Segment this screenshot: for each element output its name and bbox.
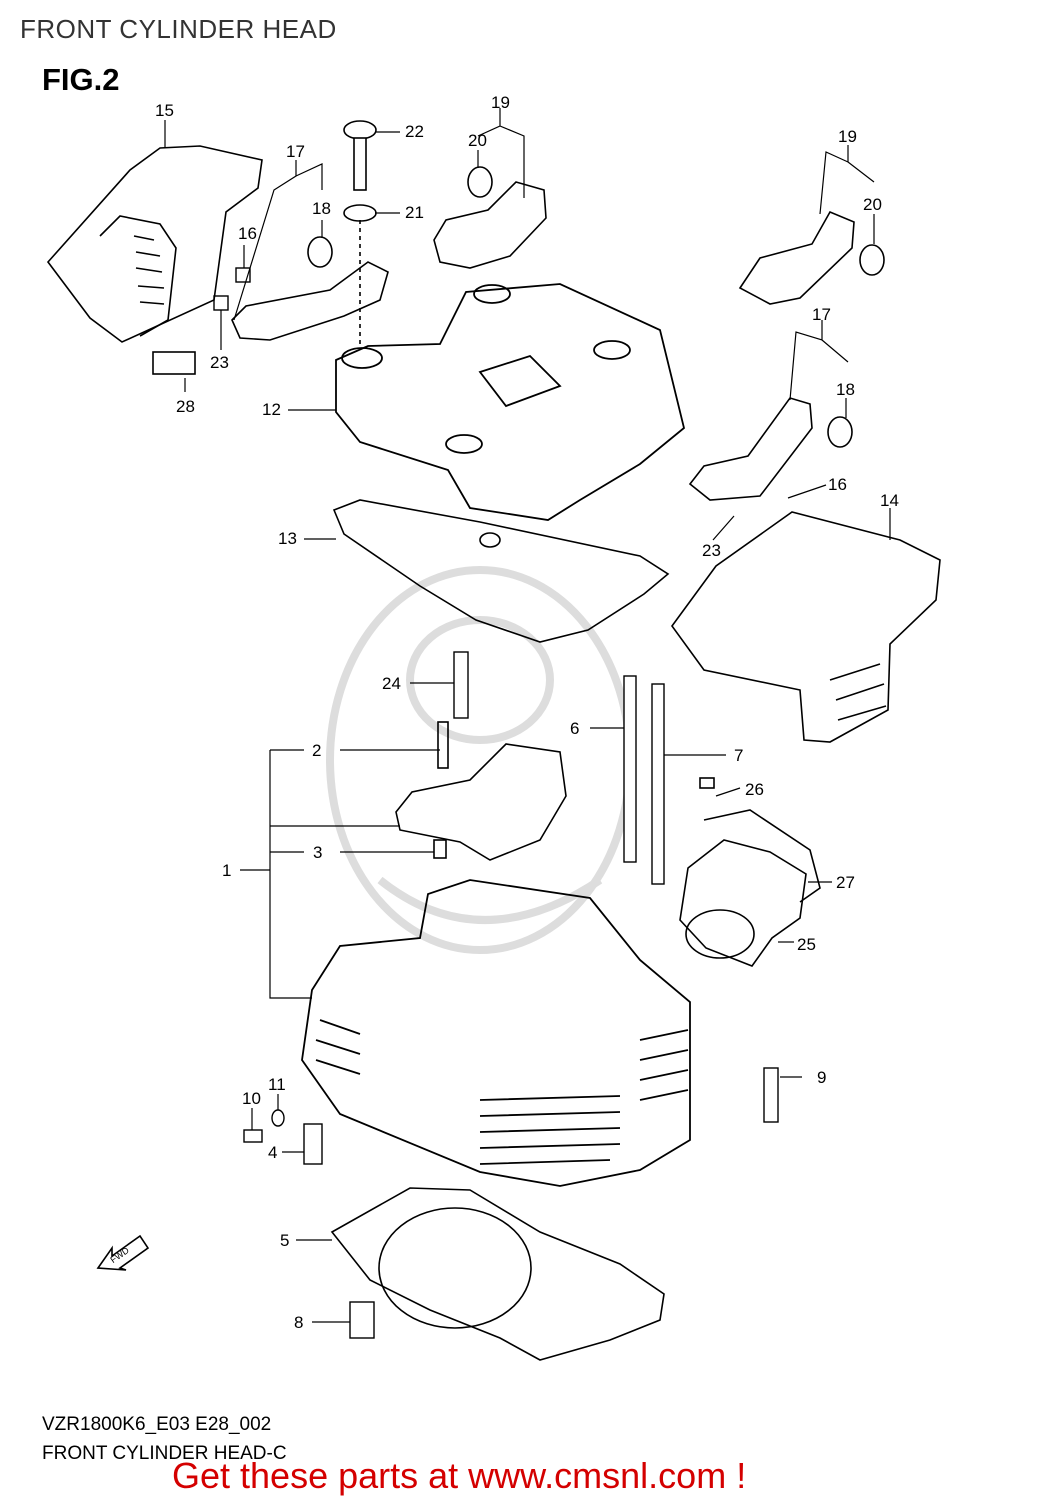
callout-21: 21 bbox=[405, 203, 424, 222]
callout-22: 22 bbox=[405, 122, 424, 141]
part-cylinder-head bbox=[301, 879, 691, 1187]
callout-19: 19 bbox=[491, 93, 510, 112]
part-cover-gasket bbox=[332, 499, 670, 643]
diagram-name: FRONT CYLINDER HEAD-C bbox=[42, 1443, 287, 1464]
part-head-gasket bbox=[330, 1187, 665, 1361]
callout-24: 24 bbox=[382, 674, 401, 693]
promo-link[interactable]: Get these parts at www.cmsnl.com ! bbox=[172, 1455, 747, 1496]
callout-2: 2 bbox=[312, 741, 321, 760]
callout-9: 9 bbox=[817, 1068, 826, 1087]
watermark-logo bbox=[326, 566, 634, 954]
callout-28: 28 bbox=[176, 397, 195, 416]
part-side-bolt bbox=[763, 1067, 779, 1123]
callout-17: 17 bbox=[286, 142, 305, 161]
callout-numbers: 15 17 18 16 23 28 22 21 19 20 19 20 17 1… bbox=[155, 93, 899, 1332]
callout-18: 18 bbox=[312, 199, 331, 218]
callout-1: 1 bbox=[222, 861, 231, 880]
callout-19b: 19 bbox=[838, 127, 857, 146]
callout-14: 14 bbox=[880, 491, 899, 510]
part-intake-pipe bbox=[679, 777, 821, 967]
part-left-bolts bbox=[213, 267, 251, 311]
callout-18b: 18 bbox=[836, 380, 855, 399]
callout-23: 23 bbox=[210, 353, 229, 372]
part-right-cover bbox=[671, 511, 941, 743]
callout-16b: 16 bbox=[828, 475, 847, 494]
callout-8: 8 bbox=[294, 1313, 303, 1332]
page-title: FRONT CYLINDER HEAD bbox=[20, 14, 337, 44]
callout-3: 3 bbox=[313, 843, 322, 862]
part-head-cover bbox=[335, 283, 686, 521]
callout-27: 27 bbox=[836, 873, 855, 892]
callout-17b: 17 bbox=[812, 305, 831, 324]
callout-25: 25 bbox=[797, 935, 816, 954]
callout-13: 13 bbox=[278, 529, 297, 548]
callout-20b: 20 bbox=[863, 195, 882, 214]
callout-5: 5 bbox=[280, 1231, 289, 1250]
callout-10: 10 bbox=[242, 1089, 261, 1108]
callout-4: 4 bbox=[268, 1143, 277, 1162]
part-studs bbox=[623, 675, 665, 885]
part-cover-bolt bbox=[343, 120, 377, 350]
callout-26: 26 bbox=[745, 780, 764, 799]
part-small-fittings bbox=[243, 1109, 323, 1165]
callout-6: 6 bbox=[570, 719, 579, 738]
part-brackets bbox=[231, 181, 855, 501]
callout-12: 12 bbox=[262, 400, 281, 419]
part-cam-holder bbox=[395, 721, 567, 861]
callout-23b: 23 bbox=[702, 541, 721, 560]
callout-15: 15 bbox=[155, 101, 174, 120]
part-left-cover bbox=[46, 145, 263, 375]
leader-lines bbox=[164, 108, 891, 1323]
callout-20: 20 bbox=[468, 131, 487, 150]
callout-16: 16 bbox=[238, 224, 257, 243]
callout-7: 7 bbox=[734, 746, 743, 765]
model-code: VZR1800K6_E03 E28_002 bbox=[42, 1414, 272, 1435]
fwd-arrow-icon: FWD bbox=[96, 1234, 150, 1271]
part-dowel bbox=[349, 1301, 375, 1339]
part-spark-plug bbox=[453, 651, 469, 719]
callout-11: 11 bbox=[268, 1075, 286, 1094]
part-grommets bbox=[307, 166, 885, 448]
figure-label: FIG.2 bbox=[42, 62, 120, 97]
